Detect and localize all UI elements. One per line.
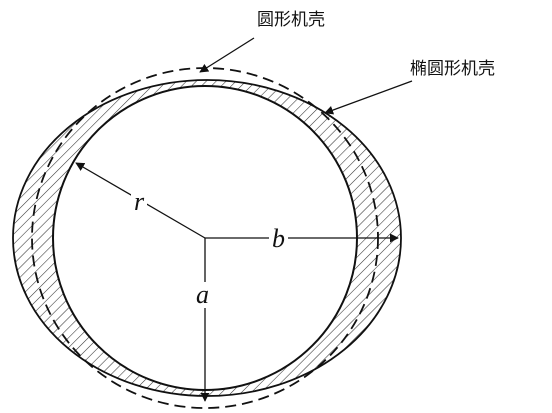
radius-label: r: [131, 189, 148, 215]
elliptical-shell-leader: [324, 80, 413, 115]
semi-axis-b-label: b: [269, 226, 288, 252]
semi-axis-a-label: a: [193, 282, 212, 308]
circular-shell-leader: [199, 37, 255, 73]
circular-shell-label: 圆形机壳: [257, 10, 325, 30]
elliptical-shell-label: 椭圆形机壳: [410, 59, 495, 79]
